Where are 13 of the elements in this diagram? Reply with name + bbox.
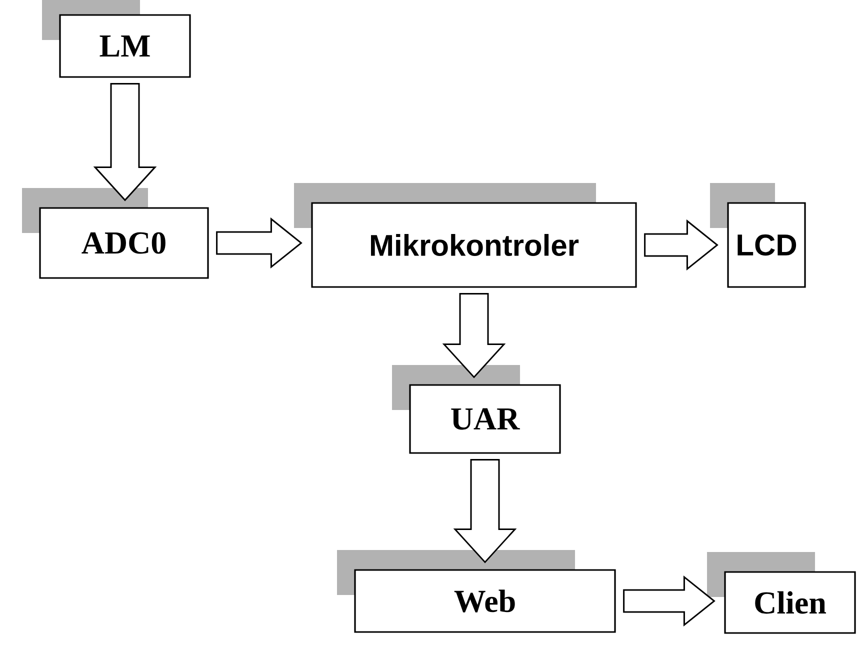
block-arrow bbox=[453, 459, 517, 564]
block-arrow bbox=[442, 293, 506, 378]
process-box: Mikrokontroler bbox=[294, 183, 637, 288]
block-arrow bbox=[623, 575, 716, 627]
block-arrow bbox=[93, 83, 157, 202]
process-box: Web bbox=[337, 550, 616, 633]
process-box: UAR bbox=[392, 365, 561, 454]
block-arrow bbox=[216, 217, 302, 269]
block-arrow bbox=[644, 219, 718, 271]
process-box: LM bbox=[42, 0, 191, 78]
process-box: ADC0 bbox=[22, 188, 209, 279]
process-box: LCD bbox=[710, 183, 806, 288]
process-box: Clien bbox=[707, 552, 856, 634]
